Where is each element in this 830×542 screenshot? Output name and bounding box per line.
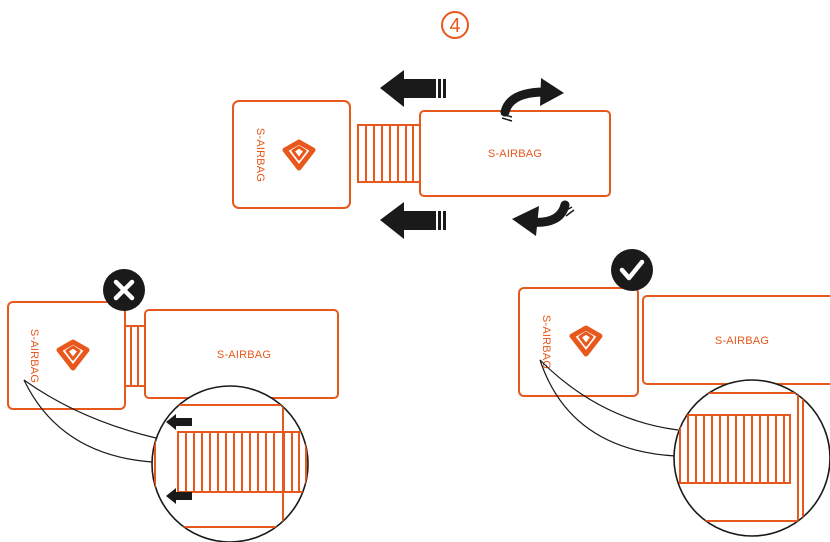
rotate-arrow-icon [512, 200, 575, 236]
correct-example: S-AIRBAG S-AIRBAG [518, 249, 830, 537]
correct-right-label: S-AIRBAG [715, 335, 769, 347]
arrow-left-icon [380, 70, 446, 107]
arrow-left-icon [380, 202, 446, 239]
step-number: 4 [449, 15, 460, 37]
check-icon [611, 249, 653, 291]
arrow-left-icon [166, 414, 192, 504]
top-scene: S-AIRBAG S-AIRBAG [232, 70, 611, 239]
connector-bellows [124, 325, 146, 387]
connector-bellows [357, 124, 421, 183]
right-airbag-box [419, 110, 611, 197]
correct-left-label: S-AIRBAG [540, 315, 552, 369]
left-box-label: S-AIRBAG [254, 128, 266, 182]
wrong-right-label: S-AIRBAG [217, 349, 271, 361]
wrong-left-label: S-AIRBAG [28, 329, 40, 383]
right-box-label: S-AIRBAG [488, 148, 542, 160]
wrong-example: S-AIRBAG S-AIRBAG [7, 269, 339, 542]
step-indicator: 4 [441, 11, 469, 39]
left-airbag-box [7, 301, 126, 410]
rotate-arrow-icon [500, 78, 564, 122]
cross-icon [103, 269, 145, 311]
